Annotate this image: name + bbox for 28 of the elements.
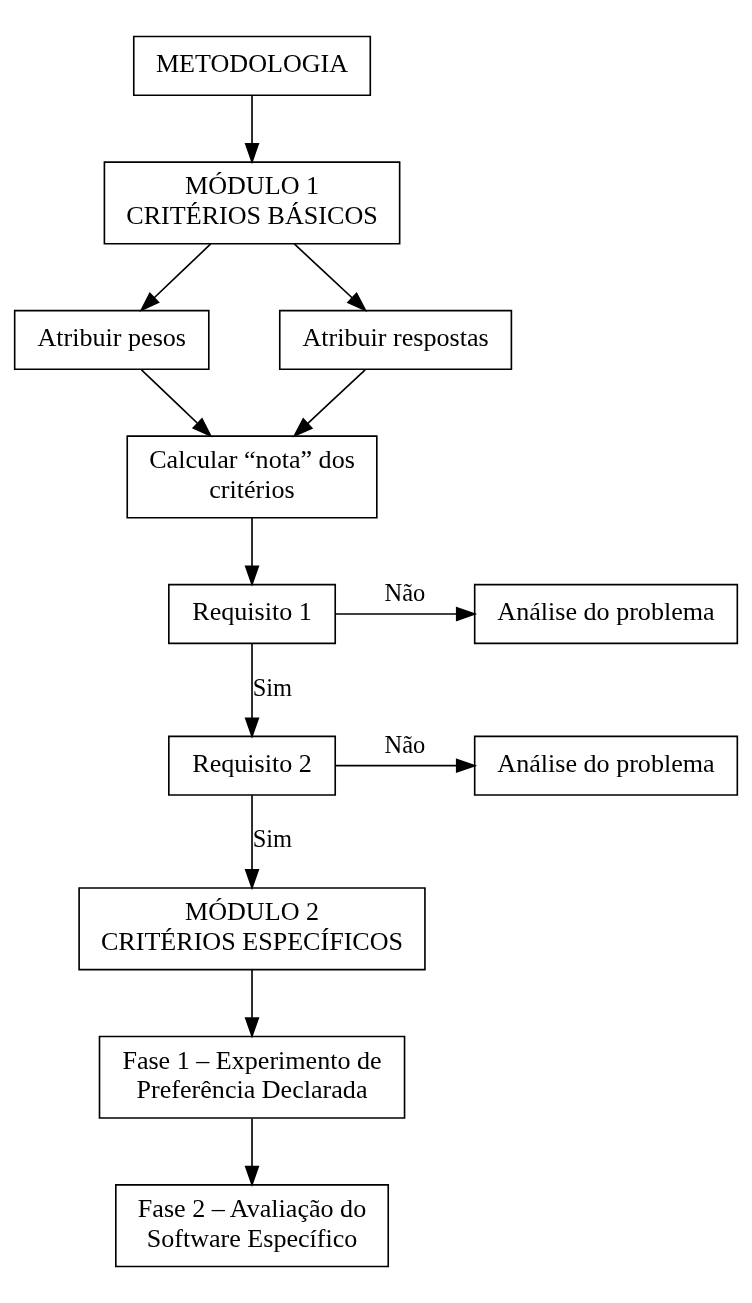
node-box: Análise do problema xyxy=(473,583,739,645)
arrow xyxy=(292,369,366,438)
arrow xyxy=(139,243,212,312)
arrow xyxy=(334,758,478,774)
node-box: Atribuir pesos xyxy=(13,309,210,371)
node-box: Fase 2 – Avaliação do Software Específico xyxy=(115,1184,390,1268)
edge-label: Sim xyxy=(252,673,293,701)
edge-label: Não xyxy=(384,730,426,758)
node-box: METODOLOGIA xyxy=(132,35,372,97)
arrow xyxy=(244,969,260,1039)
node-box: Fase 1 – Experimento de Preferência Declarada xyxy=(98,1035,406,1119)
arrow xyxy=(334,606,478,622)
edge-label: Sim xyxy=(252,825,293,853)
node-box: Análise do problema xyxy=(473,735,739,796)
arrow xyxy=(244,517,260,587)
node-box: Requisito 1 xyxy=(168,583,337,645)
node-box: Calcular “nota” dos critérios xyxy=(126,435,378,519)
node-box: Requisito 2 xyxy=(168,735,337,796)
arrow xyxy=(244,95,260,165)
arrow xyxy=(140,369,213,438)
arrow xyxy=(244,642,260,739)
node-box: MÓDULO 2 CRITÉRIOS ESPECÍFICOS xyxy=(78,887,426,971)
arrow xyxy=(244,794,260,891)
arrow xyxy=(293,243,368,312)
arrow xyxy=(244,1117,260,1187)
node-box: Atribuir respostas xyxy=(278,309,513,371)
node-box: MÓDULO 1 CRITÉRIOS BÁSICOS xyxy=(103,161,401,245)
edge-label: Não xyxy=(384,578,426,606)
